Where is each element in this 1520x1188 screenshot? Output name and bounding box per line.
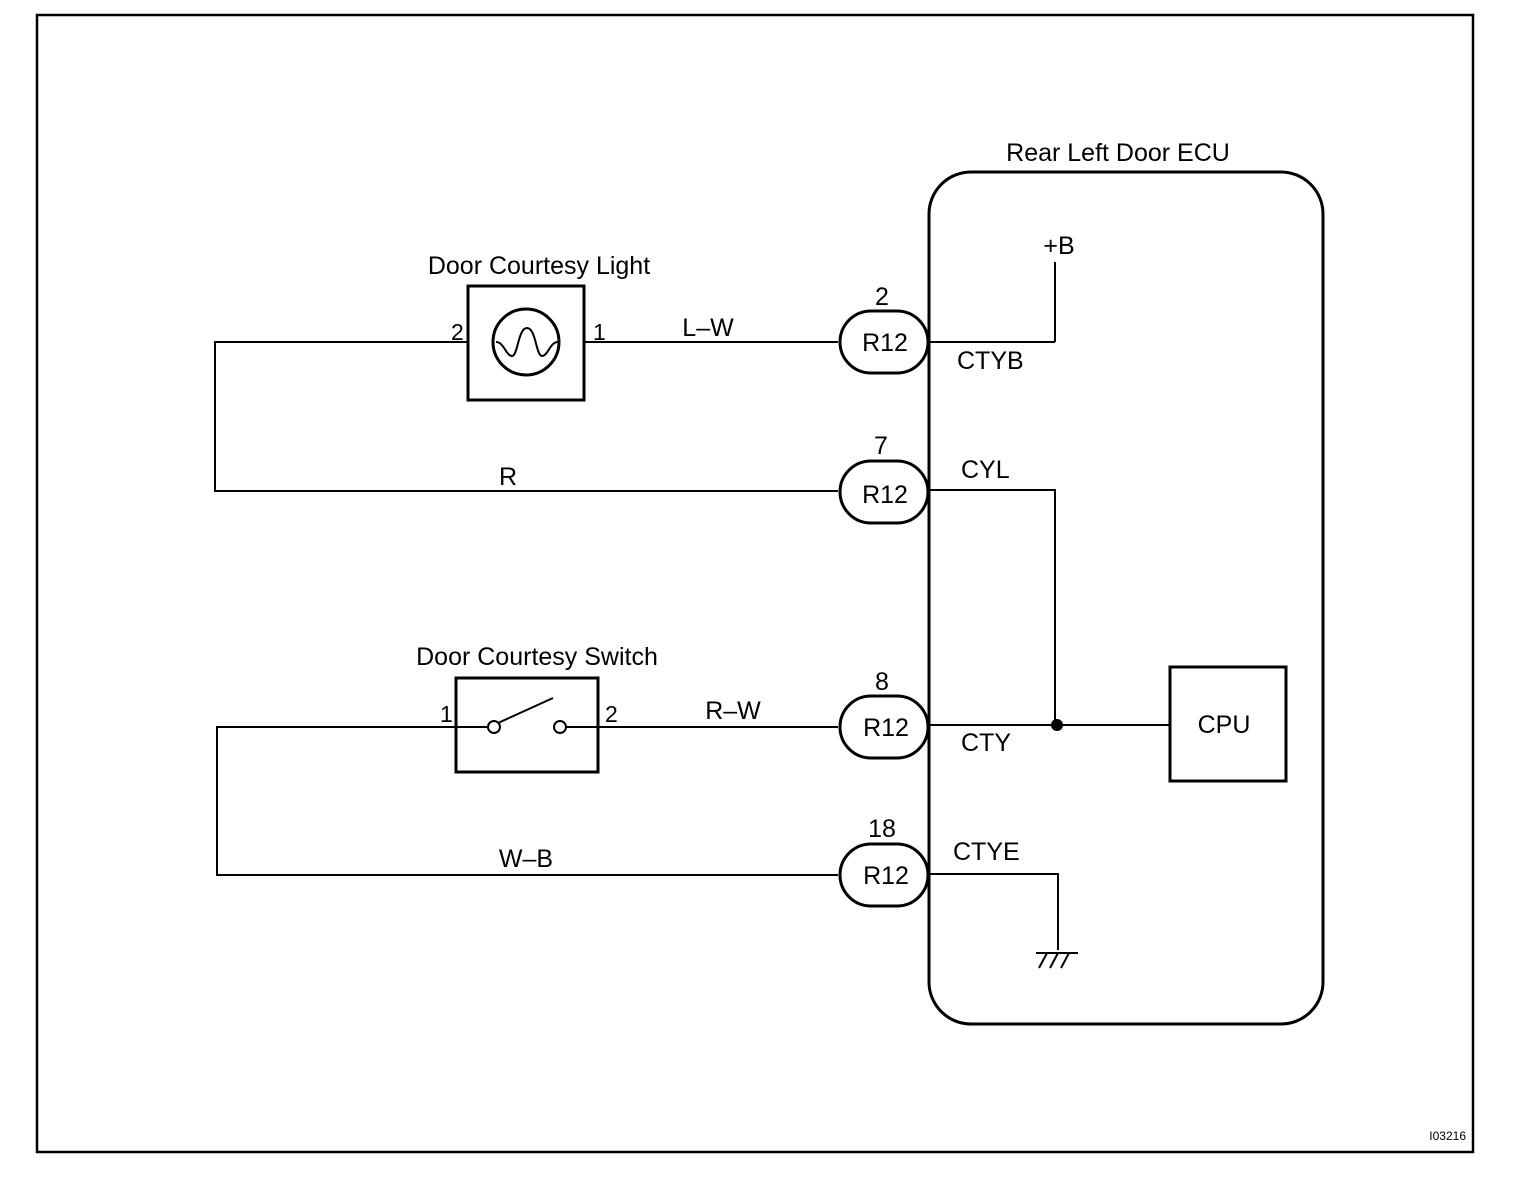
switch-box <box>454 676 600 774</box>
terminal-ctye: CTYE <box>953 838 1020 866</box>
connector-body <box>838 309 930 375</box>
connector-pin-8: 8 R12 <box>838 668 930 760</box>
bulb-icon <box>491 307 561 377</box>
ground-icon <box>1036 952 1078 969</box>
switch-title: Door Courtesy Switch <box>416 643 658 671</box>
wire-label-w-b: W–B <box>499 845 553 873</box>
light-title: Door Courtesy Light <box>428 252 650 280</box>
b-plus-label: +B <box>1043 232 1074 260</box>
terminal-ctyb: CTYB <box>957 347 1024 375</box>
connector-code: R12 <box>862 329 908 357</box>
terminal-cyl: CYL <box>961 456 1010 484</box>
connector-pin-number: 8 <box>875 668 889 696</box>
wire-w-b-loop <box>216 726 838 876</box>
diagram-frame <box>35 13 1475 1154</box>
connector-body <box>838 694 930 760</box>
switch-pin-left: 1 <box>440 701 453 727</box>
light-pin-right: 1 <box>593 319 606 345</box>
connector-pin-number: 2 <box>875 283 889 311</box>
switch-contact-left <box>487 720 501 734</box>
ctye-wire <box>929 873 1059 950</box>
figure-id: I03216 <box>1429 1129 1466 1143</box>
connector-pin-number: 18 <box>868 815 896 843</box>
connector-code: R12 <box>862 481 908 509</box>
ecu-block: Rear Left Door ECU CPU +B CTYB CYL CTY C… <box>927 139 1325 1026</box>
filament-icon <box>495 326 559 358</box>
connector-pin-18: 18 R12 <box>838 815 930 908</box>
wire-label-r-w: R–W <box>705 697 761 725</box>
connector-code: R12 <box>863 714 909 742</box>
connector-body <box>838 842 930 908</box>
switch-pin-right: 2 <box>605 701 618 727</box>
door-courtesy-switch: Door Courtesy Switch 1 2 <box>416 643 658 774</box>
wire-label-r: R <box>499 463 517 491</box>
connector-code: R12 <box>863 862 909 890</box>
terminal-cty: CTY <box>961 729 1011 757</box>
connector-pin-2: 2 R12 <box>838 283 930 375</box>
switch-blade <box>497 697 554 724</box>
wire-label-l-w: L–W <box>682 314 734 342</box>
door-courtesy-light: Door Courtesy Light 2 1 <box>428 252 650 402</box>
switch-contact-right <box>553 720 567 734</box>
connector-pin-7: 7 R12 <box>838 432 930 525</box>
junction-dot <box>1051 719 1063 731</box>
ecu-title: Rear Left Door ECU <box>1006 139 1230 167</box>
cpu-label: CPU <box>1198 711 1251 739</box>
ecu-housing <box>927 170 1325 1026</box>
light-box <box>466 284 586 402</box>
light-pin-left: 2 <box>451 319 464 345</box>
cyl-wire <box>929 489 1056 725</box>
wire-r-loop <box>214 341 838 492</box>
connector-pin-number: 7 <box>874 432 888 460</box>
connector-body <box>838 459 930 525</box>
